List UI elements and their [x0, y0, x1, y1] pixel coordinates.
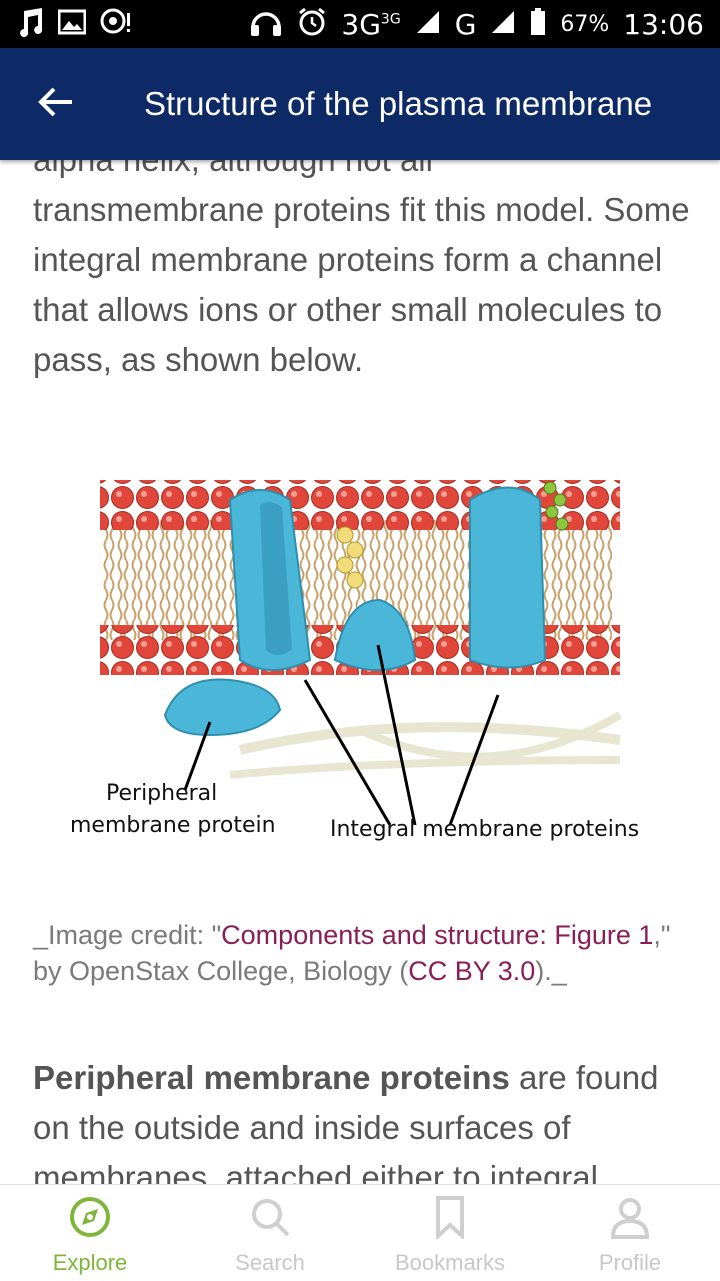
- battery-icon: [530, 8, 546, 40]
- network-type-label: 3G3G: [341, 7, 401, 41]
- search-icon: [248, 1195, 292, 1244]
- signal-icon-2: [490, 9, 516, 39]
- clock: 13:06: [623, 7, 704, 41]
- music-note-icon: [16, 7, 44, 41]
- paragraph-1: alpha helix, although not all transmembr…: [33, 160, 693, 385]
- paragraph-2-text: are found on the outside and inside surf…: [33, 1059, 659, 1184]
- battery-percent: 67%: [560, 11, 610, 37]
- headphones-icon: [249, 7, 283, 41]
- tab-profile-label: Profile: [598, 1250, 662, 1275]
- paragraph-2-term: Peripheral membrane proteins: [33, 1059, 510, 1096]
- paragraph-2: Peripheral membrane proteins are found o…: [33, 1053, 693, 1184]
- paragraph-1-line0: alpha helix, although not all: [33, 160, 433, 178]
- arrow-left-icon: [38, 86, 74, 123]
- tab-explore[interactable]: Explore: [0, 1185, 180, 1281]
- credit-prefix: _Image credit: ": [33, 920, 222, 950]
- app-bar: Structure of the plasma membrane: [0, 48, 720, 160]
- compass-icon: [68, 1195, 112, 1244]
- tab-bookmarks-label: Bookmarks: [394, 1250, 506, 1275]
- credit-link-figure[interactable]: Components and structure: Figure 1: [221, 920, 654, 950]
- image-icon: [57, 9, 87, 39]
- tab-search-label: Search: [235, 1250, 305, 1275]
- label-peripheral-1: Peripheral: [106, 781, 217, 806]
- tab-explore-label: Explore: [52, 1250, 128, 1275]
- label-peripheral-2: membrane protein: [70, 813, 276, 838]
- label-integral: Integral membrane proteins: [330, 817, 639, 842]
- credit-link-license[interactable]: CC BY 3.0: [408, 956, 536, 986]
- image-credit: _Image credit: "Components and structure…: [33, 917, 693, 989]
- tab-bookmarks[interactable]: Bookmarks: [360, 1185, 540, 1281]
- signal-icon: [415, 9, 441, 39]
- bookmark-icon: [428, 1195, 472, 1244]
- tab-profile[interactable]: Profile: [540, 1185, 720, 1281]
- network2-label: G: [454, 7, 477, 41]
- credit-middle: ," by OpenStax College, Biology (: [33, 920, 671, 986]
- alarm-icon: [297, 7, 327, 41]
- person-icon: [608, 1195, 652, 1244]
- bottom-tab-bar: Explore Search Bookmarks Profile: [0, 1184, 720, 1281]
- article-content[interactable]: alpha helix, although not all transmembr…: [0, 160, 720, 1184]
- back-button[interactable]: [26, 74, 86, 134]
- credit-suffix: )._: [535, 956, 567, 986]
- paragraph-1-text: transmembrane proteins fit this model. S…: [33, 191, 690, 378]
- page-title: Structure of the plasma membrane: [144, 85, 653, 122]
- tab-search[interactable]: Search: [180, 1185, 360, 1281]
- status-bar: 3G3G G 67% 13:06: [0, 0, 720, 48]
- status-right: 3G3G G 67% 13:06: [249, 7, 704, 41]
- membrane-diagram: Peripheral membrane protein Integral mem…: [70, 480, 639, 842]
- speech-alert-icon: [100, 8, 132, 40]
- membrane-figure: Peripheral membrane protein Integral mem…: [60, 460, 680, 860]
- status-left: [16, 7, 132, 41]
